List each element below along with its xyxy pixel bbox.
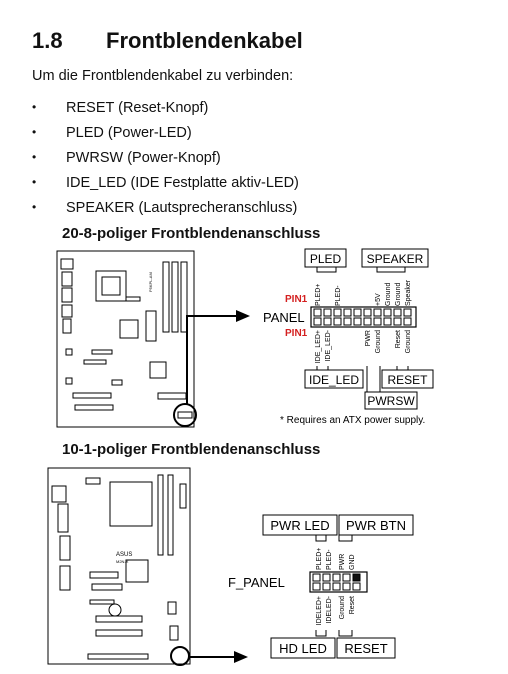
- motherboard1: [56, 250, 197, 428]
- panel-pins-bottom: [313, 317, 412, 326]
- fpanel-top-pin-labels: PLED+ PLED- PWR GND: [316, 548, 356, 570]
- board2-logo: ASUS: [116, 552, 132, 558]
- bracket-reset2: [338, 630, 353, 637]
- bracket-pwrbtn: [338, 535, 353, 542]
- pin-label: IDE_LED-: [325, 329, 332, 361]
- panel-label: PANEL: [263, 310, 305, 325]
- group-label-reset: RESET: [387, 373, 428, 387]
- panel-pins-top: [313, 308, 412, 317]
- board1-text: P5KPL-AM: [148, 272, 153, 292]
- bullet-list: RESET (Reset-Knopf) PLED (Power-LED) PWR…: [32, 100, 299, 225]
- fpanel-bottom-pin-labels: IDELED+ IDELED- Ground Reset: [316, 595, 356, 625]
- diagram2-title: 10-1-poliger Frontblendenanschluss: [62, 441, 321, 458]
- pin-label: PLED+: [316, 548, 323, 570]
- group-box-pwrbtn: [338, 514, 414, 536]
- group-box-pled: [304, 248, 347, 268]
- pin-label: GND: [349, 554, 356, 570]
- panel-header: [310, 306, 417, 328]
- pin-label: Reset: [395, 330, 402, 348]
- intro-text: Um die Frontblendenkabel zu verbinden:: [32, 68, 294, 84]
- pin-label: Ground: [339, 596, 346, 619]
- atx-note: * Requires an ATX power supply.: [280, 415, 425, 426]
- motherboard2: [47, 467, 191, 666]
- pin1-label-top: PIN1: [285, 294, 308, 305]
- group-box-reset: [381, 369, 434, 389]
- top-pin-labels: PLED+ PLED- +5V Ground Ground Speaker: [315, 279, 412, 306]
- group-box-ideled: [304, 369, 364, 389]
- arrow-icon: [234, 651, 248, 663]
- group-box-pwrled: [262, 514, 338, 536]
- bracket-pled: [316, 267, 337, 273]
- bracket-pwrled: [315, 535, 327, 542]
- pin-label: Ground: [405, 330, 412, 353]
- list-item: RESET (Reset-Knopf): [32, 100, 299, 125]
- bottom-pin-labels: IDE_LED+ IDE_LED- PWR Ground Reset Groun…: [315, 329, 412, 363]
- pin-label: Speaker: [405, 279, 412, 306]
- group-label-pwrsw: PWRSW: [367, 394, 415, 408]
- pin-label: +5V: [375, 293, 382, 306]
- pin-label: Ground: [395, 283, 402, 306]
- pin-label: PWR: [365, 330, 372, 346]
- pin1-label-bottom: PIN1: [285, 328, 308, 339]
- list-item: PLED (Power-LED): [32, 125, 299, 150]
- group-label-pled: PLED: [310, 252, 342, 266]
- pin-label: IDELED-: [326, 595, 333, 623]
- pin-label: IDELED+: [316, 596, 323, 625]
- section-heading: 1.8 Frontblendenkabel: [32, 28, 303, 54]
- bracket-pwrsw: [366, 366, 381, 393]
- group-box-speaker: [361, 248, 429, 268]
- group-label-reset-btn: RESET: [344, 641, 387, 656]
- group-label-pwrbtn: PWR BTN: [346, 518, 406, 533]
- bracket-speaker: [376, 267, 406, 273]
- list-item: PWRSW (Power-Knopf): [32, 150, 299, 175]
- bracket-hdled: [315, 630, 327, 637]
- board2-text: M2N-X: [116, 559, 129, 564]
- fpanel-pins: [312, 573, 361, 591]
- group-label-hdled: HD LED: [279, 641, 327, 656]
- fpanel-label: F_PANEL: [228, 575, 285, 590]
- pin-label: Ground: [385, 283, 392, 306]
- section-number: 1.8: [32, 28, 63, 53]
- diagram1-connector-line: [186, 315, 236, 404]
- bracket-ideled: [316, 366, 329, 371]
- section-title: Frontblendenkabel: [106, 28, 303, 53]
- pin-label: IDE_LED+: [315, 330, 322, 363]
- group-label-ideled: IDE_LED: [309, 373, 359, 387]
- pin-label: PWR: [339, 554, 346, 570]
- group-label-speaker: SPEAKER: [367, 252, 424, 266]
- list-item: IDE_LED (IDE Festplatte aktiv-LED): [32, 175, 299, 200]
- arrow-icon: [236, 310, 250, 322]
- diagram1-title: 20-8-poliger Frontblendenanschluss: [62, 225, 321, 242]
- group-box-reset-btn: [336, 637, 396, 659]
- group-label-pwrled: PWR LED: [270, 518, 329, 533]
- pin-label: Ground: [375, 330, 382, 353]
- pin-label: PLED-: [335, 285, 342, 306]
- group-box-hdled: [270, 637, 336, 659]
- list-item: SPEAKER (Lautsprecheranschluss): [32, 200, 299, 225]
- pin-label: PLED+: [315, 284, 322, 306]
- bracket-reset: [396, 366, 409, 371]
- group-box-pwrsw: [364, 391, 418, 410]
- pin-label: Reset: [349, 596, 356, 614]
- pin-label: PLED-: [326, 549, 333, 570]
